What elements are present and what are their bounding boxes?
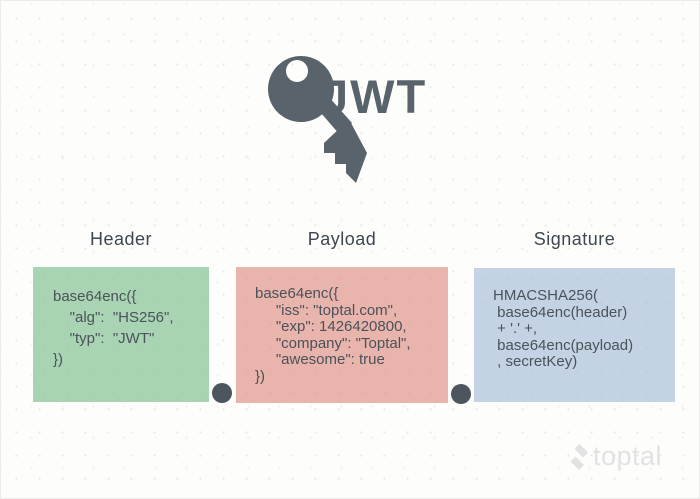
code-line: base64enc(header) [493, 303, 628, 321]
jwt-logo-text: JWT [322, 70, 428, 123]
column-title-payload: Payload [307, 229, 377, 249]
payload-code-box: base64enc({ "iss": "toptal.com", "exp": … [236, 267, 448, 403]
code-line: }) [53, 351, 64, 368]
code-line: base64enc({ [53, 288, 137, 305]
code-line: base64enc(payload) [493, 336, 634, 354]
toptal-brand-text: toptal [593, 441, 663, 471]
column-title-signature: Signature [533, 229, 616, 249]
connector-dot [212, 383, 232, 403]
toptal-chevron-icon [570, 443, 588, 470]
code-line: }) [255, 367, 266, 385]
code-line: , secretKey) [493, 353, 578, 370]
code-line: "iss": "toptal.com", [255, 301, 398, 319]
code-line: "alg": "HS256", [53, 309, 174, 326]
column-title-header: Header [89, 229, 153, 249]
code-line: base64enc({ [255, 285, 339, 302]
key-icon [268, 56, 367, 183]
connector-dot [451, 384, 471, 404]
toptal-watermark: toptal [570, 443, 662, 470]
header-code-box: base64enc({ "alg": "HS256", "typ": "JWT"… [33, 267, 209, 402]
code-line: "exp": 1426420800, [255, 318, 407, 335]
code-line: "awesome": true [255, 351, 385, 368]
code-line: + '.' +, [493, 320, 538, 337]
code-line: "company": "Toptal", [255, 334, 411, 352]
code-line: HMACSHA256( [493, 287, 599, 304]
code-line: "typ": "JWT" [53, 330, 155, 347]
signature-code-box: HMACSHA256( base64enc(header) + '.' +, b… [474, 268, 675, 402]
